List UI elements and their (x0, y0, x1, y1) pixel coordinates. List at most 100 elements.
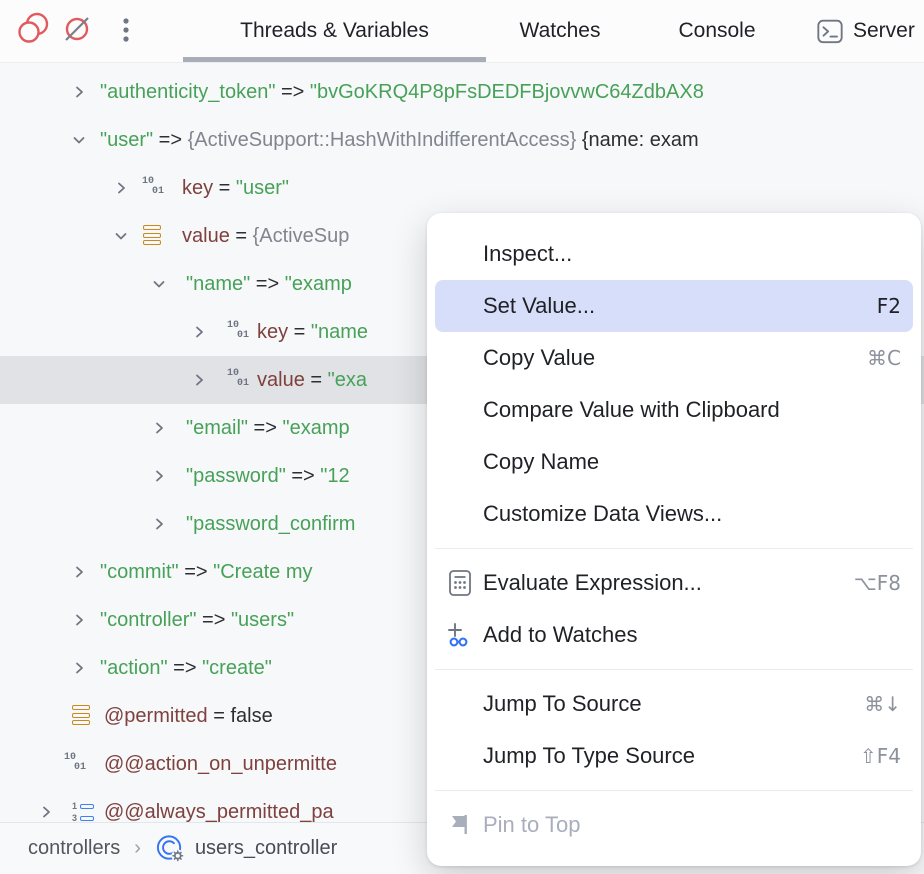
variable-text: key = "user" (182, 177, 290, 199)
menu-item-label: Pin to Top (483, 812, 581, 837)
menu-item-customize-data-views[interactable]: Customize Data Views... (435, 488, 913, 540)
variable-text: "action" => "create" (100, 657, 272, 679)
variable-row[interactable]: @permitted = false (0, 692, 924, 740)
menu-item-label: Evaluate Expression... (483, 570, 702, 595)
menu-item-label: Copy Name (483, 449, 600, 474)
menu-shortcut: ⇧F4 (860, 744, 901, 768)
breadcrumb-file[interactable]: users_controller (194, 837, 338, 859)
variable-text: "password_confirm (186, 513, 356, 535)
variable-row[interactable]: "action" => "create" (0, 644, 924, 692)
variable-row[interactable]: "user" => {ActiveSupport::HashWithIndiff… (0, 116, 924, 164)
variable-text: @permitted = false (104, 705, 273, 727)
variable-text: @@always_permitted_pa (104, 801, 334, 823)
variable-row[interactable]: "commit" => "Create my (0, 548, 924, 596)
variable-text: key = "name (257, 321, 369, 343)
menu-item-label: Customize Data Views... (483, 501, 723, 526)
menu-item-label: Set Value... (483, 293, 596, 318)
variable-row[interactable]: "controller" => "users" (0, 596, 924, 644)
menu-separator (435, 669, 913, 670)
menu-separator (435, 790, 913, 791)
menu-item-jump-to-type-source[interactable]: Jump To Type Source ⇧F4 (435, 730, 913, 782)
menu-item-label: Jump To Type Source (483, 743, 695, 768)
chevron-right-icon[interactable] (190, 371, 208, 389)
menu-shortcut: F2 (876, 294, 901, 318)
breadcrumb-separator: › (134, 837, 141, 859)
variable-text: value = "exa (257, 369, 367, 391)
menu-item-copy-value[interactable]: Copy Value ⌘C (435, 332, 913, 384)
more-options-button[interactable] (108, 12, 144, 48)
chevron-right-icon[interactable] (150, 467, 168, 485)
chevron-down-icon[interactable] (70, 131, 88, 149)
menu-item-set-value[interactable]: Set Value... F2 (435, 280, 913, 332)
variable-text: "name" => "examp (186, 273, 352, 295)
menu-item-label: Add to Watches (483, 622, 638, 647)
menu-separator (435, 548, 913, 549)
breadcrumb-folder[interactable]: controllers (28, 837, 121, 859)
menu-item-label: Copy Value (483, 345, 596, 370)
tab-watches[interactable]: Watches (497, 0, 623, 61)
mute-breakpoints-button[interactable] (60, 12, 96, 48)
debug-toolbar: Threads & Variables Watches Console Serv… (0, 0, 924, 63)
variable-text: "user" => {ActiveSupport::HashWithIndiff… (100, 129, 699, 151)
chevron-right-icon[interactable] (70, 659, 88, 677)
variable-text: "controller" => "users" (100, 609, 295, 631)
chevron-right-icon[interactable] (70, 611, 88, 629)
menu-shortcut: ⌘↓ (864, 692, 901, 716)
chevron-right-icon[interactable] (112, 179, 130, 197)
menu-shortcut: ⌥F8 (853, 571, 901, 595)
hash-icon (143, 225, 161, 245)
chevron-down-icon[interactable] (112, 227, 130, 245)
tab-label: Console (678, 18, 756, 42)
menu-item-pin-to-top: Pin to Top (435, 799, 913, 851)
terminal-icon (816, 17, 844, 45)
menu-item-jump-to-source[interactable]: Jump To Source ⌘↓ (435, 678, 913, 730)
tab-console[interactable]: Console (659, 0, 775, 61)
variable-text: "email" => "examp (186, 417, 350, 439)
variable-row[interactable]: "email" => "examp (0, 404, 924, 452)
chevron-right-icon[interactable] (37, 803, 55, 821)
view-breakpoints-button[interactable] (16, 12, 52, 48)
tab-label: Threads & Variables (240, 18, 429, 42)
rails-controller-icon (155, 833, 186, 864)
mute-breakpoints-icon (60, 11, 96, 50)
chevron-down-icon[interactable] (150, 275, 168, 293)
variable-row[interactable]: value = {ActiveSup (0, 212, 924, 260)
tab-threads-variables[interactable]: Threads & Variables (183, 0, 486, 61)
tab-label: Server (853, 18, 915, 42)
add-watch-icon (445, 620, 483, 650)
menu-item-label: Jump To Source (483, 691, 642, 716)
variable-text: "commit" => "Create my (100, 561, 313, 583)
chevron-right-icon[interactable] (70, 83, 88, 101)
variable-row[interactable]: "password" => "12 (0, 452, 924, 500)
menu-item-inspect[interactable]: Inspect... (435, 228, 913, 280)
hash-icon (72, 705, 90, 725)
menu-item-label: Inspect... (483, 241, 573, 266)
menu-item-compare-value-with-clipboard[interactable]: Compare Value with Clipboard (435, 384, 913, 436)
chevron-right-icon[interactable] (150, 419, 168, 437)
flag-icon (445, 811, 483, 839)
calculator-icon (445, 568, 483, 598)
menu-shortcut: ⌘C (867, 346, 901, 370)
variable-text: value = {ActiveSup (182, 225, 350, 247)
menu-item-label: Compare Value with Clipboard (483, 397, 780, 422)
tab-server[interactable]: Server (816, 0, 924, 61)
chevron-right-icon[interactable] (70, 563, 88, 581)
menu-item-copy-name[interactable]: Copy Name (435, 436, 913, 488)
chevron-right-icon[interactable] (190, 323, 208, 341)
variable-row[interactable]: "password_confirm (0, 500, 924, 548)
menu-item-add-to-watches[interactable]: Add to Watches (435, 609, 913, 661)
variable-text: "authenticity_token" => "bvGoKRQ4P8pFsDE… (100, 81, 704, 103)
chevron-right-icon[interactable] (150, 515, 168, 533)
variable-row[interactable]: "name" => "examp (0, 260, 924, 308)
menu-item-evaluate-expression[interactable]: Evaluate Expression... ⌥F8 (435, 557, 913, 609)
variable-row[interactable]: "authenticity_token" => "bvGoKRQ4P8pFsDE… (0, 68, 924, 116)
